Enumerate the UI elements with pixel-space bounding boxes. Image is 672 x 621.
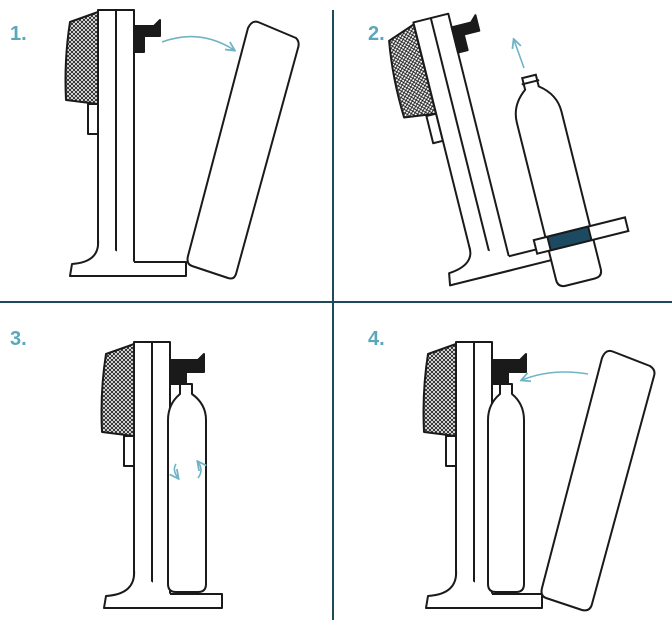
step-2-label: 2. <box>368 23 385 45</box>
panel-2 <box>388 12 564 287</box>
machine-base <box>448 242 564 287</box>
back-cover <box>186 20 300 280</box>
valve-head <box>169 353 205 385</box>
insert-arrow <box>514 40 525 69</box>
machine-base <box>425 569 543 609</box>
mesh-head <box>100 343 135 437</box>
gas-cylinder <box>167 383 207 593</box>
cylinder-band <box>546 225 593 252</box>
valve-head <box>491 353 527 385</box>
mesh-head <box>64 11 99 105</box>
valve-head <box>133 19 161 53</box>
spout <box>445 435 457 467</box>
mesh-head <box>422 343 457 437</box>
step-4-label: 4. <box>368 328 385 350</box>
back-cover <box>540 349 656 612</box>
spout <box>123 435 135 467</box>
panel-3 <box>100 341 223 609</box>
gas-cylinder <box>487 383 525 593</box>
panel-1 <box>64 9 300 280</box>
valve-head <box>450 14 481 54</box>
rotate-arrow-left <box>174 463 178 478</box>
panel-4 <box>422 341 656 612</box>
attach-arrow <box>522 371 589 380</box>
gas-cylinder <box>514 73 630 288</box>
step-3-label: 3. <box>10 328 27 350</box>
remove-arrow <box>161 35 234 50</box>
machine-base <box>69 239 187 277</box>
mesh-head <box>388 23 438 119</box>
spout <box>87 103 99 135</box>
rotate-arrow-right <box>198 462 201 479</box>
step-1-label: 1. <box>10 23 27 45</box>
machine-base <box>103 569 223 609</box>
